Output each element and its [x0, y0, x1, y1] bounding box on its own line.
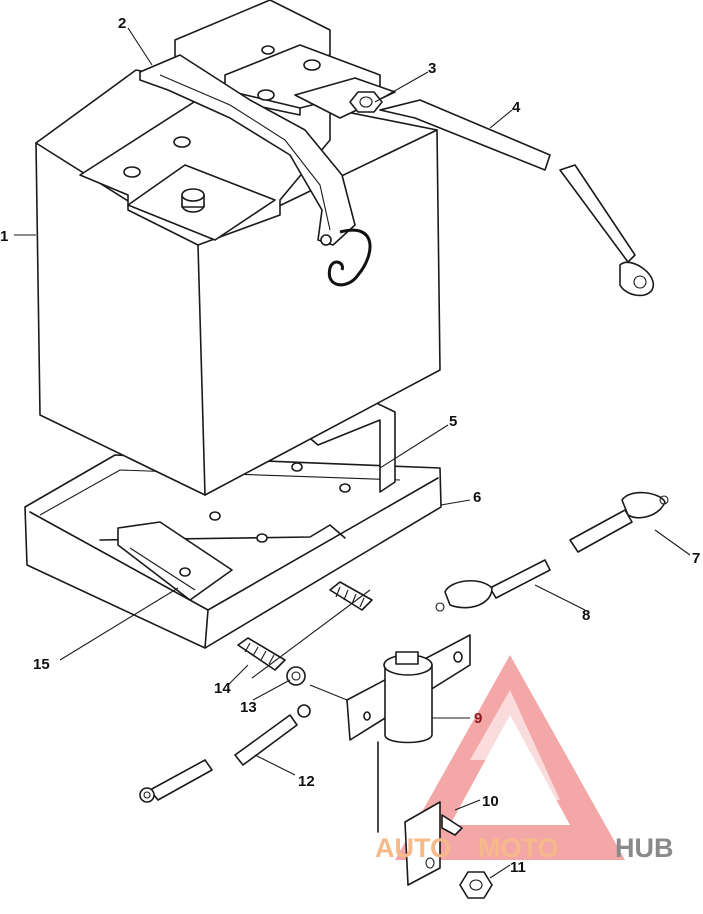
callout-15: 15 [33, 656, 50, 673]
callout-8: 8 [582, 607, 590, 624]
callout-6: 6 [473, 489, 481, 506]
callout-12: 12 [298, 773, 315, 790]
lock-nut [459, 871, 493, 899]
callout-1: 1 [0, 228, 8, 245]
watermark-hub: HUB [615, 833, 674, 863]
callout-9: 9 [474, 710, 482, 727]
watermark-auto: AUTO [375, 833, 451, 863]
stud-upper [329, 581, 373, 611]
star-washer [286, 666, 306, 686]
solenoid-cable [139, 704, 311, 803]
positive-cable [379, 99, 655, 297]
watermark-text: AUTO MOTO HUB [375, 833, 674, 863]
battery-tray [24, 399, 442, 649]
watermark-moto: MOTO [478, 833, 559, 863]
hold-down-strap [139, 54, 372, 287]
solenoid [346, 634, 471, 833]
bracket [404, 801, 463, 886]
callout-4: 4 [512, 99, 521, 116]
ground-cable-lower [435, 559, 551, 612]
callout-10: 10 [482, 793, 499, 810]
callout-labels: 1 2 3 4 5 6 7 8 9 10 11 12 13 14 15 [0, 15, 700, 876]
callout-11: 11 [510, 859, 526, 876]
callout-7: 7 [692, 550, 700, 567]
callout-2: 2 [118, 15, 126, 32]
ground-cable-upper [569, 491, 669, 553]
stud-lower [237, 637, 286, 671]
leader-lines [14, 27, 691, 879]
callout-5: 5 [449, 413, 457, 430]
callout-14: 14 [214, 680, 231, 697]
watermark-logo [395, 655, 625, 860]
terminal-nut [349, 91, 383, 113]
callout-3: 3 [428, 60, 436, 77]
callout-13: 13 [240, 699, 257, 716]
